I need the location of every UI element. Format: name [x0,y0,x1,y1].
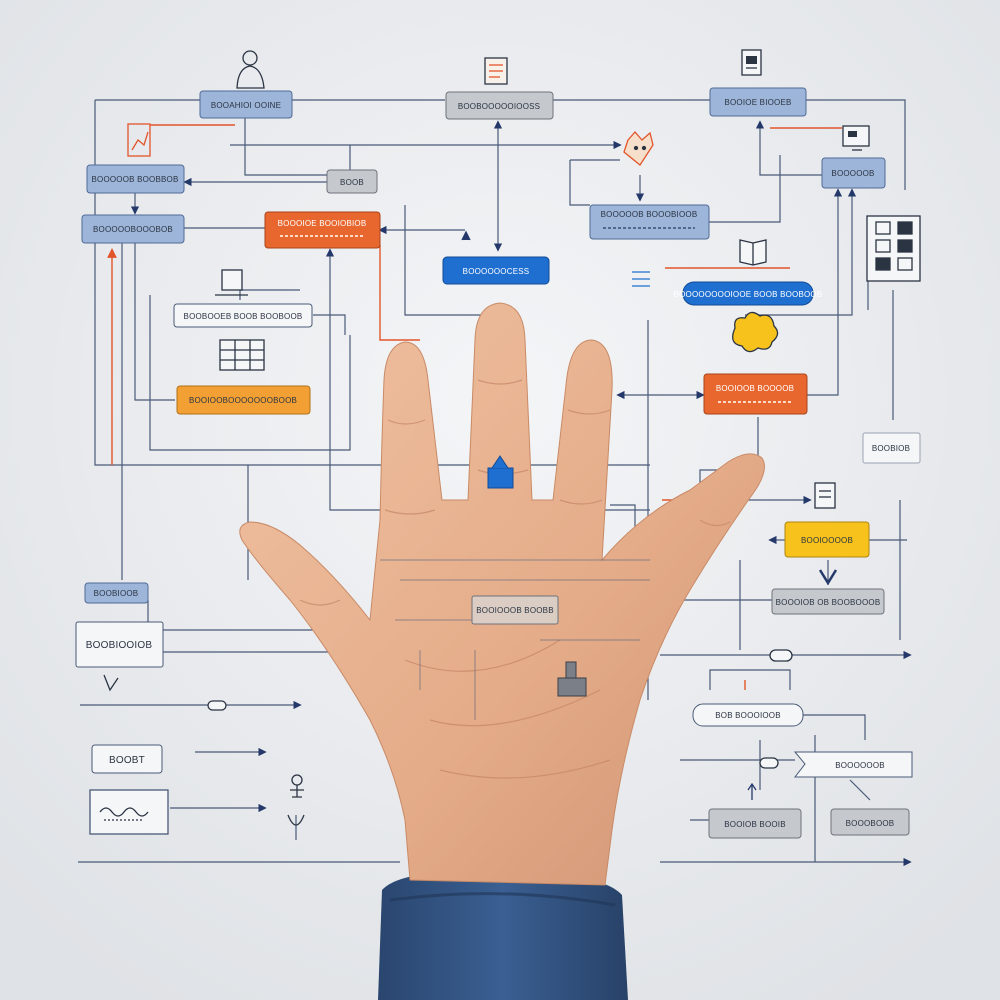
pill-connector [207,700,227,711]
list-icon [632,271,650,287]
node-label: BOOIOB BOOIB [724,820,786,829]
node-box[interactable]: BOOBIOB [862,432,921,464]
node-box[interactable]: BOOOOOOCESS [442,256,550,285]
node-box[interactable]: BOOAHIOI OOINE [199,90,293,119]
node-label: BOOOOOOCESS [463,267,530,276]
node-label: BOOOOOBOOOBOB [93,225,173,234]
block-icon [557,661,587,697]
sleeve-texture [389,892,616,907]
node-label: BOOIOE BIOOEB [724,98,791,107]
node-label: BOOOOOB BOOBBOB [91,175,178,184]
node-label: BOB BOOOIOOB [715,711,781,720]
node-box[interactable]: BOOOOOBOOOBOB [81,214,185,244]
node-label: BOOOIOB OB BOOBOOOB [776,598,881,607]
connector-lines [78,99,912,867]
pen-icon [103,674,119,692]
node-box[interactable]: BOOIOE BIOOEB [709,87,807,117]
node-label: BOOOOOB BOOOBIOOB [601,210,698,219]
stick-figure-icon [287,774,305,826]
node-box[interactable]: BOOOIOB OB BOOBOOOB [771,588,885,615]
node-label: BOOBOOEB BOOB BOOBOOB [184,312,303,321]
node-box[interactable]: BOOBIOOB [84,582,149,604]
node-label: BOOB [340,178,364,187]
node-label: BOOOBOOB [846,819,895,828]
clipboard-icon [814,482,836,509]
report-icon [741,49,762,76]
hand-illustration [239,302,765,1000]
node-label: BOOIOOBOOOOOOOBOOB [189,396,297,405]
chevron-down-icon [818,569,838,586]
connector-node-icon [487,455,514,489]
node-box[interactable]: BOOIOOOOB [784,521,870,558]
node-box[interactable]: BOOIOOBOOOOOOOBOOB [176,385,311,415]
skin-creases [299,379,731,779]
node-box[interactable]: BOOBOOEB BOOB BOOBOOB [173,303,313,328]
node-label: BOOIOOOOB [801,536,853,545]
node-box[interactable]: BOOOOOB [821,157,886,189]
node-box[interactable]: BOOBT [91,744,163,774]
arrow-up-icon [461,230,471,241]
node-box[interactable]: BOOOOOB BOOBBOB [86,164,185,194]
monitor-icon [842,125,870,151]
node-label: BOOBT [109,755,145,766]
node-box[interactable]: BOOIOOB BOOOOB [703,373,808,415]
node-box[interactable]: BOOOOOOOOIOOE BOOB BOOBOOB [674,281,823,306]
node-label: BOOBOOOOOIOOSS [458,102,540,111]
node-box[interactable]: BOOOOOB BOOOBIOOB [589,204,710,240]
node-box[interactable]: BOOOIOE BOOIOBIOB [264,211,381,249]
arrow-up-icon [747,782,757,800]
laptop-icon [215,269,248,296]
book-icon [739,239,767,266]
node-label: BOOBIOOB [94,589,139,598]
scribble-icon [89,789,169,835]
node-box[interactable]: BOB BOOOIOOB [692,703,804,727]
node-label: BOOOOOOOOIOOE BOOB BOOBOOB [674,290,823,299]
node-label: BOOOIOE BOOIOBIOB [278,219,367,228]
node-box[interactable]: BOOB [326,169,378,194]
building-icon [219,339,265,371]
node-label: BOOAHIOI OOINE [211,101,281,110]
doodle-icons [89,49,921,835]
pill-connector [759,757,779,769]
mascot-icon [623,131,654,166]
sleeve [378,871,628,1000]
node-box[interactable]: BOOIOB BOOIB [708,808,802,839]
pill-connector [769,649,793,662]
node-box[interactable]: BOOOOOOB [793,751,913,778]
node-label: BOOIOOOB BOOBB [476,606,553,615]
overlay-lines [380,559,650,720]
node-box[interactable]: BOOBOOOOOIOOSS [445,91,554,120]
document-icon [484,57,508,85]
idea-cloud-icon [732,311,779,353]
node-label: BOOBIOB [872,444,910,453]
hand [239,302,765,886]
hand-overlay-node[interactable]: BOOIOOOB BOOBB [471,595,559,625]
node-label: BOOBIOOIOB [86,640,153,651]
node-label: BOOOOOOB [835,761,885,770]
node-label: BOOOOOB [831,169,874,178]
node-box[interactable]: BOOOBOOB [830,808,910,836]
node-box[interactable]: BOOBIOOIOB [75,621,164,668]
grid-panel-icon [866,215,921,282]
chart-icon [127,123,151,157]
person-icon [236,50,265,89]
node-label: BOOIOOB BOOOOB [716,384,794,393]
